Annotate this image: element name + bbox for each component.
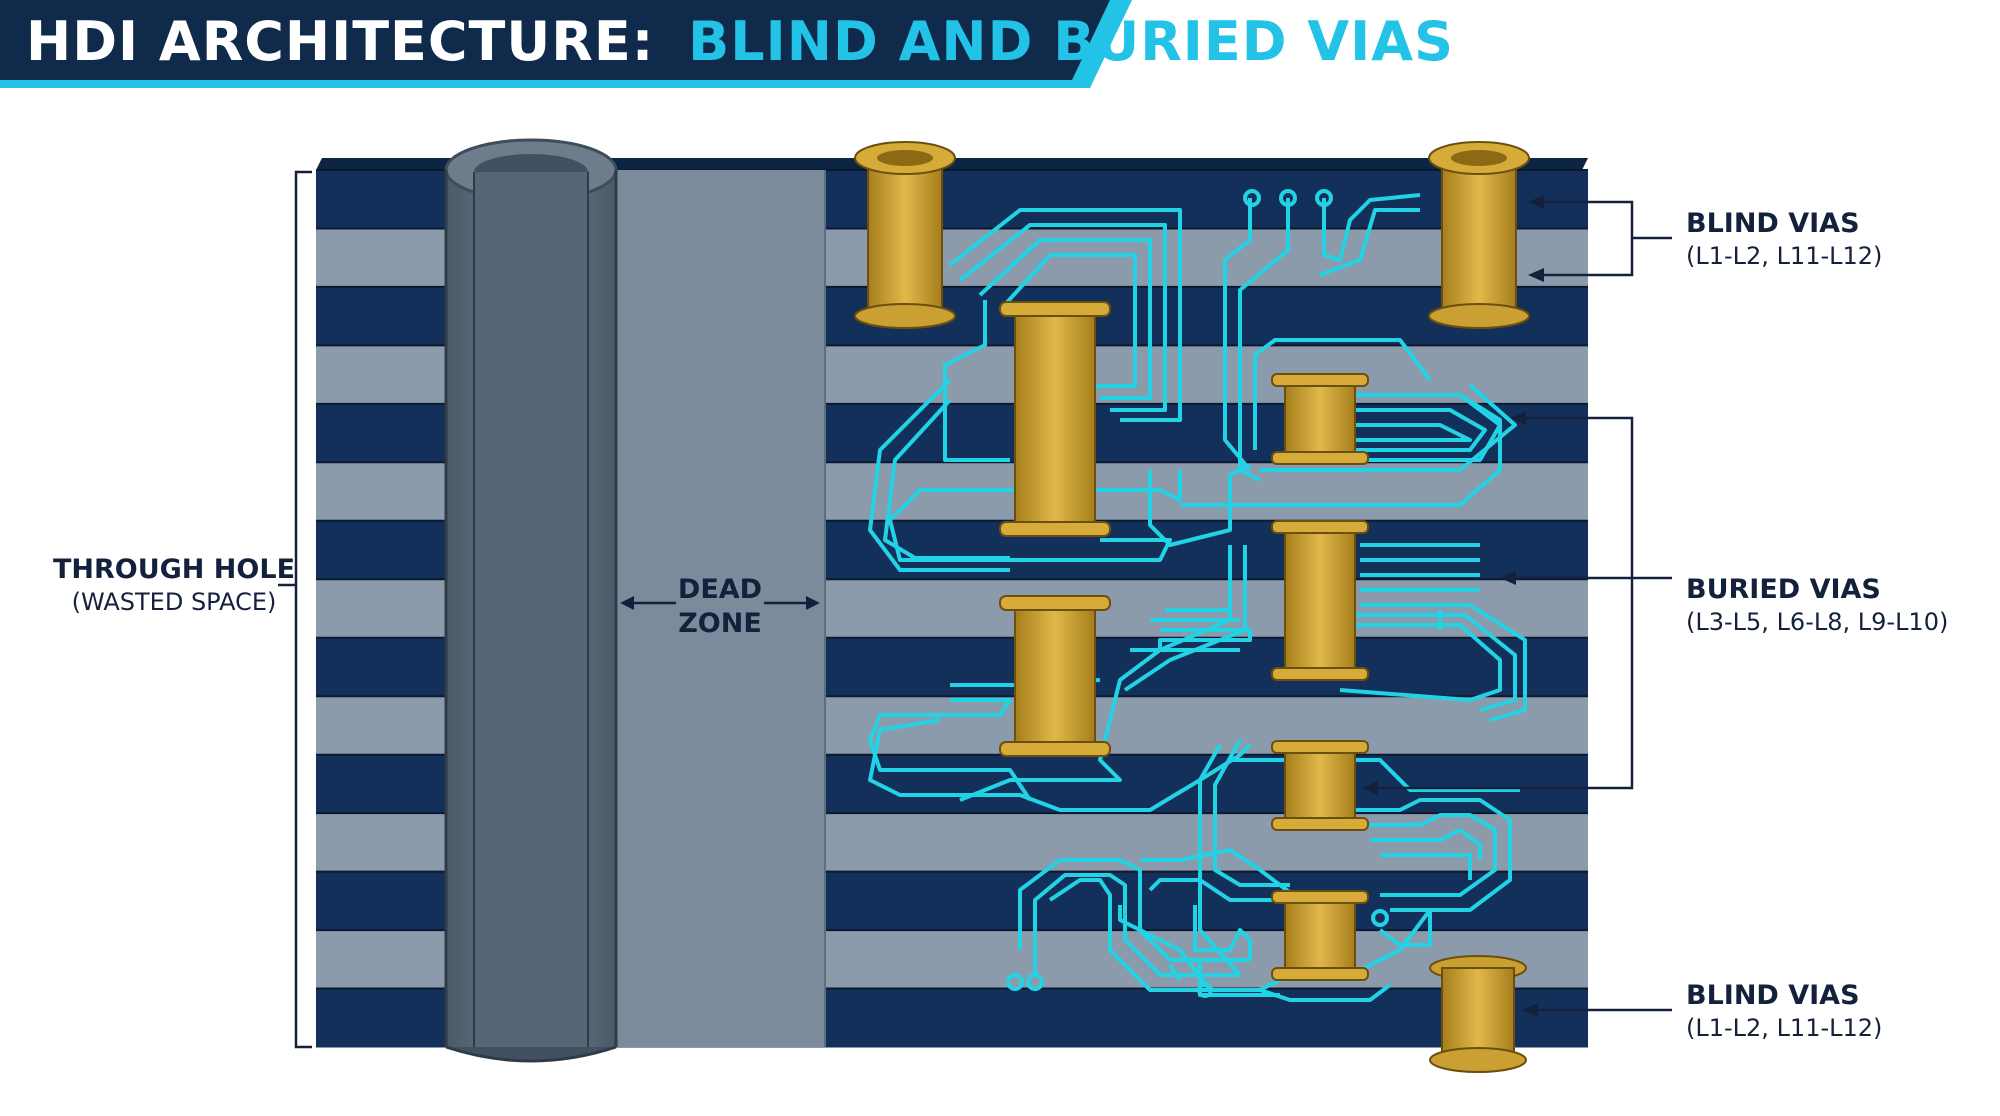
buried-via-l9-l10	[1271, 740, 1369, 831]
arrow-left-icon	[1528, 195, 1544, 209]
trace-pad	[1371, 909, 1389, 927]
title-highlight: BLIND AND BURIED VIAS	[688, 10, 1454, 73]
arrow-right-icon	[806, 596, 820, 610]
blind-vias-top-label: BLIND VIAS	[1686, 208, 1860, 239]
through-hole-label: THROUGH HOLE	[53, 554, 295, 585]
blind-vias-bottom-sublabel: (L1-L2, L11-L12)	[1686, 1014, 1882, 1042]
trace	[948, 208, 1182, 422]
trace	[958, 223, 1167, 412]
trace	[868, 718, 1202, 812]
through-hole-sublabel: (WASTED SPACE)	[72, 588, 277, 616]
trace	[1118, 905, 1212, 992]
buried-vias-label: BURIED VIAS	[1686, 574, 1881, 605]
buried-via-mid-tall	[1271, 520, 1369, 681]
buried-via-l6-l8	[999, 595, 1111, 757]
title-banner: HDI ARCHITECTURE: BLIND AND BURIED VIAS	[0, 0, 1454, 88]
blind-vias-top-callout: BLIND VIAS (L1-L2, L11-L12)	[1528, 195, 1882, 282]
trace	[868, 378, 1010, 572]
trace-pad	[1315, 189, 1333, 207]
trace	[1378, 910, 1432, 947]
through-hole-annotation: THROUGH HOLE (WASTED SPACE)	[53, 170, 312, 1049]
trace-pad	[1243, 189, 1261, 207]
trace	[1158, 628, 1252, 650]
trace	[888, 470, 1182, 562]
blind-via-bottom-right	[1429, 955, 1527, 1073]
trace	[959, 545, 1232, 802]
dead-zone-label-line2: ZONE	[678, 608, 762, 639]
trace	[1380, 853, 1472, 880]
trace	[978, 238, 1152, 400]
trace-pad	[1197, 982, 1213, 998]
trace	[1253, 338, 1432, 450]
trace	[1259, 983, 1392, 1002]
trace	[1238, 198, 1290, 482]
trace	[1213, 739, 1290, 887]
blind-vias-top-sublabel: (L1-L2, L11-L12)	[1686, 242, 1882, 270]
dead-zone-annotation: DEAD ZONE	[620, 574, 820, 639]
trace	[1260, 383, 1517, 472]
buried-via-l3-l5	[999, 301, 1111, 537]
trace	[943, 300, 1010, 462]
arrow-left-icon	[1510, 411, 1526, 425]
trace	[1340, 423, 1472, 442]
trace	[1198, 743, 1252, 782]
arrow-left-icon	[620, 596, 634, 610]
blind-vias-bottom-label: BLIND VIAS	[1686, 980, 1860, 1011]
buried-vias-callout: BURIED VIAS (L3-L5, L6-L8, L9-L10)	[1362, 411, 1948, 795]
trace	[1180, 393, 1502, 507]
trace	[1322, 193, 1421, 262]
trace	[1018, 858, 1250, 962]
buried-vias-sublabel: (L3-L5, L6-L8, L9-L10)	[1686, 608, 1948, 636]
trace	[1319, 208, 1420, 277]
trace	[1360, 813, 1497, 897]
blind-via-top-right	[1428, 141, 1530, 329]
trace-pad	[1006, 973, 1024, 991]
trace-pad	[1026, 973, 1044, 991]
arrow-left-icon	[1362, 781, 1378, 795]
dead-zone-label-line1: DEAD	[678, 574, 762, 605]
trace-pad	[1279, 189, 1297, 207]
trace	[998, 253, 1137, 388]
blind-via-top-left	[854, 141, 956, 329]
arrow-left-icon	[1528, 268, 1544, 282]
arrow-left-icon	[1522, 1003, 1538, 1017]
through-hole	[444, 138, 618, 1063]
trace	[1340, 408, 1487, 452]
trace	[868, 698, 1032, 802]
trace	[1048, 878, 1432, 992]
trace	[1148, 463, 1251, 547]
buried-via-mid-lower	[1271, 890, 1369, 981]
trace	[1148, 878, 1242, 977]
title-prefix: HDI ARCHITECTURE:	[26, 10, 654, 73]
blind-vias-bottom-callout: BLIND VIAS (L1-L2, L11-L12)	[1522, 980, 1882, 1042]
arrow-left-icon	[1500, 571, 1516, 585]
svg-text:HDI ARCHITECTURE: BLIND: HDI ARCHITECTURE: BLIND AND BURIED VIAS	[26, 10, 1454, 73]
trace	[1033, 873, 1240, 977]
trace	[1360, 603, 1527, 722]
trace	[1193, 905, 1252, 960]
trace	[1223, 198, 1252, 472]
trace	[1123, 545, 1247, 692]
buried-via-mid-upper	[1271, 373, 1369, 465]
trace	[1350, 613, 1517, 712]
signal-traces	[868, 189, 1527, 1002]
vias	[854, 141, 1530, 1073]
title-background	[0, 0, 1110, 80]
trace	[1168, 963, 1182, 982]
trace	[1370, 828, 1482, 860]
trace	[1350, 798, 1512, 912]
dead-zone	[610, 170, 825, 1047]
